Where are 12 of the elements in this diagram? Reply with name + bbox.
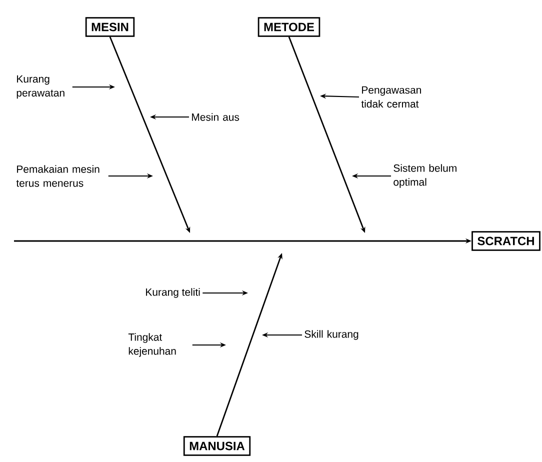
cause-text: Pemakaian mesin terus menerus xyxy=(16,165,100,187)
cause-text: Pengawasan tidak cermat xyxy=(361,86,421,108)
category-box: MESIN xyxy=(85,17,135,37)
cause-text: Kurang perawatan xyxy=(16,75,64,99)
category-box: METODE xyxy=(258,17,320,37)
cause-text: Tingkat kejenuhan xyxy=(128,333,176,357)
cause-text: Mesin aus xyxy=(192,113,240,121)
cause-text: Kurang teliti xyxy=(146,288,200,298)
category-box: MANUSIA xyxy=(183,436,251,456)
category-box: SCRATCH xyxy=(472,231,540,251)
cause-text: Skill kurang xyxy=(304,330,358,340)
cause-text: Sistem belum optimal xyxy=(394,164,456,188)
